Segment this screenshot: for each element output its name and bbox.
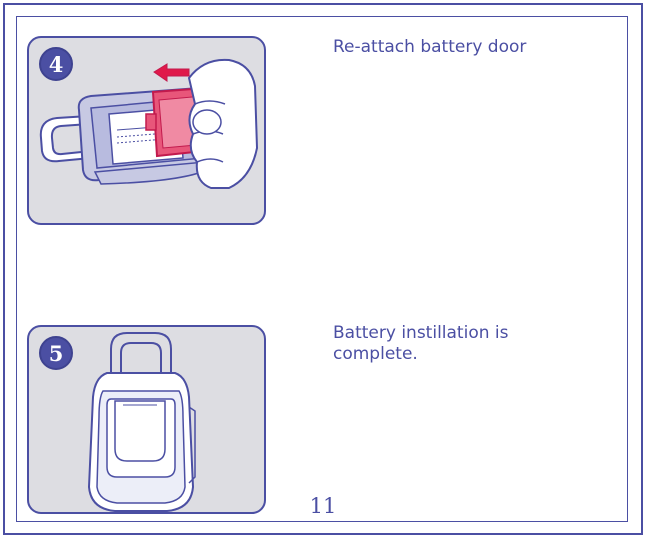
step-4-illustration-panel: 4 — [27, 36, 266, 225]
step-5-illustration-panel: 5 — [27, 325, 266, 514]
page-number: 11 — [305, 494, 341, 518]
step-5-instruction: Battery instillation is complete. — [333, 323, 563, 365]
step-4-instruction: Re-attach battery door — [333, 37, 563, 58]
step-4-badge: 4 — [39, 47, 73, 81]
step-5-badge: 5 — [39, 336, 73, 370]
